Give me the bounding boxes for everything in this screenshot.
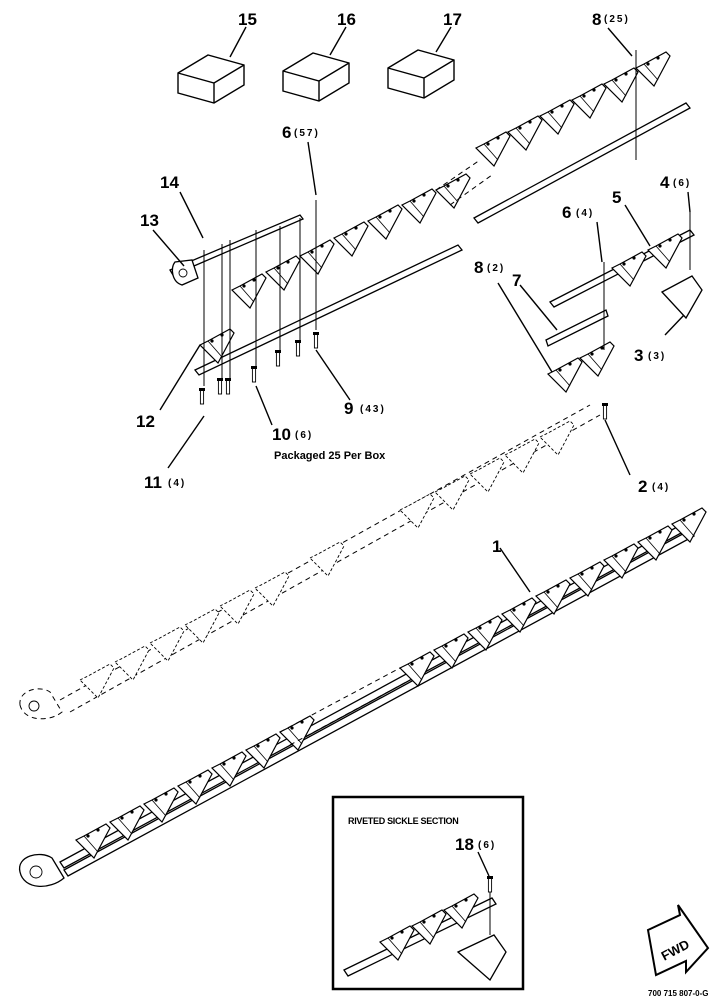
qty-8a: (25) — [604, 14, 630, 25]
sickle-bar-upper-right — [473, 51, 691, 224]
leader-12 — [159, 344, 201, 411]
leader-3 — [664, 314, 685, 336]
leader-8b — [497, 282, 553, 373]
callout-3: 3 — [634, 346, 643, 365]
sickle-bar-dashed — [19, 404, 601, 720]
leader-1 — [499, 547, 531, 593]
leader-6b — [596, 221, 603, 263]
inset-title: RIVETED SICKLE SECTION — [348, 816, 458, 826]
qty-10: (6) — [295, 430, 313, 441]
qty-4: (6) — [673, 178, 691, 189]
callout-14: 14 — [160, 173, 179, 192]
callout-16: 16 — [337, 10, 356, 29]
leader-11 — [167, 415, 205, 469]
callout-1: 1 — [492, 537, 501, 556]
callout-10: 10 — [272, 425, 291, 444]
leader-2 — [604, 419, 631, 476]
qty-2: (4) — [652, 482, 670, 493]
leader-16 — [329, 26, 347, 56]
leader-15 — [229, 26, 247, 58]
package-note: Packaged 25 Per Box — [274, 450, 386, 462]
callout-17: 17 — [443, 10, 462, 29]
leader-4 — [687, 191, 691, 213]
leader-9 — [315, 349, 351, 401]
leader-6a — [307, 141, 317, 196]
callout-8a: 8 — [592, 10, 601, 29]
callout-12: 12 — [136, 412, 155, 431]
qty-6a: (57) — [294, 128, 320, 139]
leader-13 — [152, 229, 185, 267]
leader-10 — [255, 385, 273, 426]
callout-4: 4 — [660, 173, 670, 192]
leader-17 — [435, 26, 452, 53]
callout-8b: 8 — [474, 258, 483, 277]
callout-9: 9 — [344, 399, 353, 418]
callout-6b: 6 — [562, 203, 571, 222]
guard-detail-right — [545, 210, 703, 393]
dashed-gap-main — [279, 667, 411, 746]
callout-11: 11 — [144, 473, 162, 492]
qty-3: (3) — [648, 351, 666, 362]
box-15 — [177, 54, 245, 104]
qty-11: (4) — [168, 478, 186, 489]
leader-8a — [607, 27, 633, 57]
callout-7: 7 — [512, 271, 521, 290]
sickle-bar-main — [19, 507, 707, 887]
fwd-arrow-icon — [646, 904, 710, 977]
leader-14 — [179, 191, 204, 239]
callout-5: 5 — [612, 188, 621, 207]
qty-9: (43) — [360, 404, 386, 415]
assembly-lines-upper — [203, 200, 317, 386]
callout-6a: 6 — [282, 123, 291, 142]
callout-13: 13 — [140, 211, 159, 230]
qty-8b: (2) — [487, 263, 505, 274]
callout-2: 2 — [638, 477, 647, 496]
callout-18: 18 — [455, 835, 474, 854]
figure-ref: 700 715 807-0-G — [648, 989, 709, 998]
box-17 — [387, 49, 455, 99]
box-16 — [282, 52, 350, 102]
qty-18: (6) — [478, 840, 496, 851]
inset-sickle — [343, 875, 507, 982]
leader-7 — [519, 284, 558, 331]
callout-15: 15 — [238, 10, 257, 29]
sickle-bar-upper-left — [169, 173, 471, 376]
leader-5 — [624, 204, 651, 247]
qty-6b: (4) — [576, 208, 594, 219]
leader-18 — [477, 851, 490, 877]
